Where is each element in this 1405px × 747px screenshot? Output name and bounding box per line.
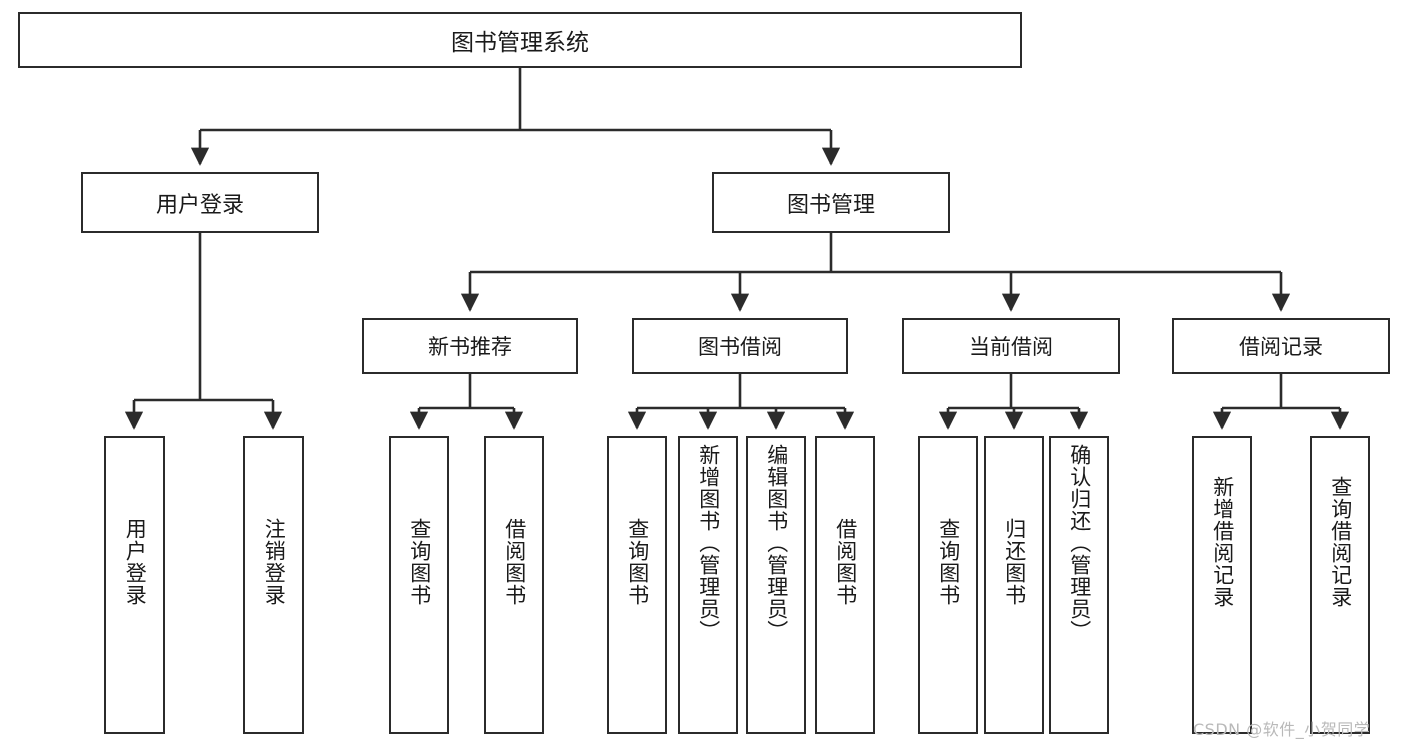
node-book-borrow-label: 图书借阅 bbox=[698, 335, 782, 359]
node-leaf-add-book-label: 新增图书（管理员） bbox=[696, 444, 721, 642]
node-leaf-query-book-2[interactable]: 查询图书 bbox=[607, 436, 667, 734]
node-borrow-record[interactable]: 借阅记录 bbox=[1172, 318, 1390, 374]
node-leaf-confirm-return-label: 确认归还（管理员） bbox=[1067, 444, 1092, 642]
node-leaf-borrow-book-2[interactable]: 借阅图书 bbox=[815, 436, 875, 734]
node-leaf-query-book-2-label: 查询图书 bbox=[625, 518, 650, 606]
node-leaf-user-login-label: 用户登录 bbox=[123, 518, 148, 606]
node-leaf-add-record[interactable]: 新增借阅记录 bbox=[1192, 436, 1252, 734]
node-leaf-user-login[interactable]: 用户登录 bbox=[104, 436, 165, 734]
node-leaf-return-book[interactable]: 归还图书 bbox=[984, 436, 1044, 734]
node-book-manage-label: 图书管理 bbox=[786, 192, 875, 218]
node-book-borrow[interactable]: 图书借阅 bbox=[632, 318, 848, 374]
node-leaf-add-record-label: 新增借阅记录 bbox=[1210, 476, 1235, 608]
node-leaf-return-book-label: 归还图书 bbox=[1002, 518, 1027, 606]
node-root-label: 图书管理系统 bbox=[451, 30, 589, 56]
node-leaf-confirm-return[interactable]: 确认归还（管理员） bbox=[1049, 436, 1109, 734]
node-leaf-borrow-book-2-label: 借阅图书 bbox=[833, 518, 858, 606]
node-new-book-recommend-label: 新书推荐 bbox=[428, 335, 512, 359]
node-leaf-add-book[interactable]: 新增图书（管理员） bbox=[678, 436, 738, 734]
node-leaf-query-record[interactable]: 查询借阅记录 bbox=[1310, 436, 1370, 734]
node-current-borrow[interactable]: 当前借阅 bbox=[902, 318, 1120, 374]
node-leaf-edit-book-label: 编辑图书（管理员） bbox=[764, 444, 789, 642]
node-new-book-recommend[interactable]: 新书推荐 bbox=[362, 318, 578, 374]
node-borrow-record-label: 借阅记录 bbox=[1239, 335, 1323, 359]
node-leaf-query-book-3-label: 查询图书 bbox=[936, 518, 961, 606]
node-root[interactable]: 图书管理系统 bbox=[18, 12, 1022, 68]
node-leaf-query-book-1[interactable]: 查询图书 bbox=[389, 436, 449, 734]
node-book-manage[interactable]: 图书管理 bbox=[712, 172, 950, 233]
node-leaf-query-record-label: 查询借阅记录 bbox=[1328, 476, 1353, 608]
node-leaf-borrow-book-1[interactable]: 借阅图书 bbox=[484, 436, 544, 734]
node-leaf-query-book-1-label: 查询图书 bbox=[407, 518, 432, 606]
node-leaf-logout-label: 注销登录 bbox=[262, 518, 287, 606]
node-current-borrow-label: 当前借阅 bbox=[969, 335, 1053, 359]
node-leaf-query-book-3[interactable]: 查询图书 bbox=[918, 436, 978, 734]
node-user-login[interactable]: 用户登录 bbox=[81, 172, 319, 233]
node-user-login-label: 用户登录 bbox=[155, 192, 244, 218]
node-leaf-logout[interactable]: 注销登录 bbox=[243, 436, 304, 734]
node-leaf-edit-book[interactable]: 编辑图书（管理员） bbox=[746, 436, 806, 734]
csdn-watermark: CSDN @软件_小贺同学 bbox=[1193, 720, 1371, 739]
node-leaf-borrow-book-1-label: 借阅图书 bbox=[502, 518, 527, 606]
